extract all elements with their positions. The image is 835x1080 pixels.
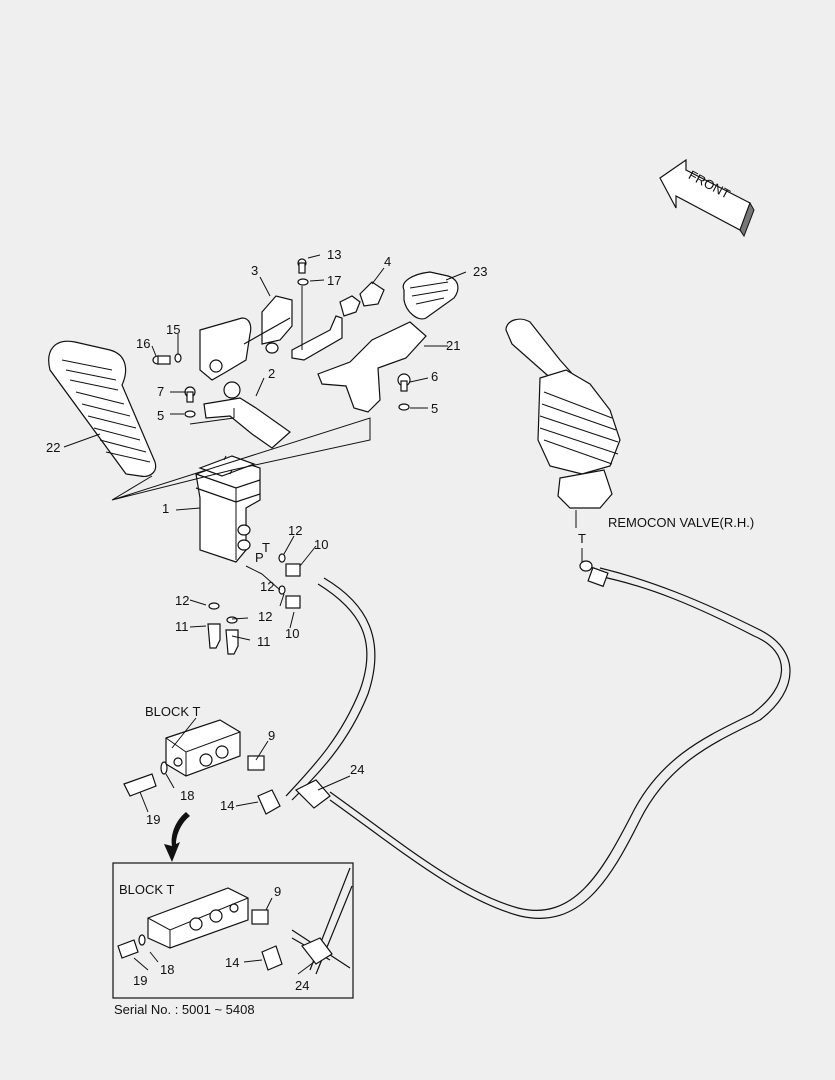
screws-left — [152, 353, 196, 418]
leader-lines — [63, 254, 467, 813]
front-arrow-icon: FRONT — [659, 158, 755, 238]
port-t-top: T — [262, 540, 270, 555]
part-17: 17 — [327, 273, 341, 288]
pedal-arm-2 — [203, 381, 291, 449]
hoses — [285, 560, 791, 919]
serial-no: Serial No. : 5001 ~ 5408 — [114, 1002, 255, 1017]
part-6: 6 — [431, 369, 438, 384]
part-19: 19 — [146, 812, 160, 827]
port-p: P — [255, 550, 264, 565]
part-16: 16 — [136, 336, 150, 351]
part-12b: 12 — [260, 579, 274, 594]
part-15: 15 — [166, 322, 180, 337]
part-12d: 12 — [258, 609, 272, 624]
part-21: 21 — [446, 338, 460, 353]
part-3: 3 — [251, 263, 258, 278]
pedal-right — [317, 271, 459, 413]
part-22: 22 — [46, 440, 60, 455]
part-12c: 12 — [175, 593, 189, 608]
labels-group: REMOCON VALVE(R.H.) T T P BLOCK T BLOCK … — [114, 515, 754, 1017]
curved-arrow-down-icon — [164, 812, 190, 862]
part-19b: 19 — [133, 973, 147, 988]
pedal-left — [48, 340, 157, 477]
part-2: 2 — [268, 366, 275, 381]
brake-valve-1 — [195, 455, 261, 563]
bracket-4 — [265, 258, 385, 361]
part-10a: 10 — [314, 537, 328, 552]
part-11a: 11 — [175, 619, 189, 634]
block-t-main — [123, 719, 281, 815]
part-1: 1 — [162, 501, 169, 516]
part-9b: 9 — [274, 884, 281, 899]
inset-box — [112, 862, 354, 999]
part-5a: 5 — [157, 408, 164, 423]
bracket-3 — [199, 295, 293, 381]
part-7: 7 — [157, 384, 164, 399]
part-13: 13 — [327, 247, 341, 262]
part-9: 9 — [268, 728, 275, 743]
fittings — [207, 553, 301, 655]
part-4: 4 — [384, 254, 391, 269]
part-18b: 18 — [160, 962, 174, 977]
part-14b: 14 — [225, 955, 239, 970]
block-t-main-label: BLOCK T — [145, 704, 200, 719]
part-12a: 12 — [288, 523, 302, 538]
part-11b: 11 — [257, 634, 271, 649]
remocon-valve-label: REMOCON VALVE(R.H.) — [608, 515, 754, 530]
part-24: 24 — [350, 762, 364, 777]
part-10b: 10 — [285, 626, 299, 641]
part-5b: 5 — [431, 401, 438, 416]
part-numbers: 13 17 3 4 23 15 16 21 2 6 7 5 5 22 1 12 … — [46, 247, 487, 993]
remocon-valve — [505, 318, 621, 562]
part-14: 14 — [220, 798, 234, 813]
part-18: 18 — [180, 788, 194, 803]
part-24b: 24 — [295, 978, 309, 993]
port-t-valve: T — [578, 531, 586, 546]
block-t-inset-label: BLOCK T — [119, 882, 174, 897]
part-23: 23 — [473, 264, 487, 279]
